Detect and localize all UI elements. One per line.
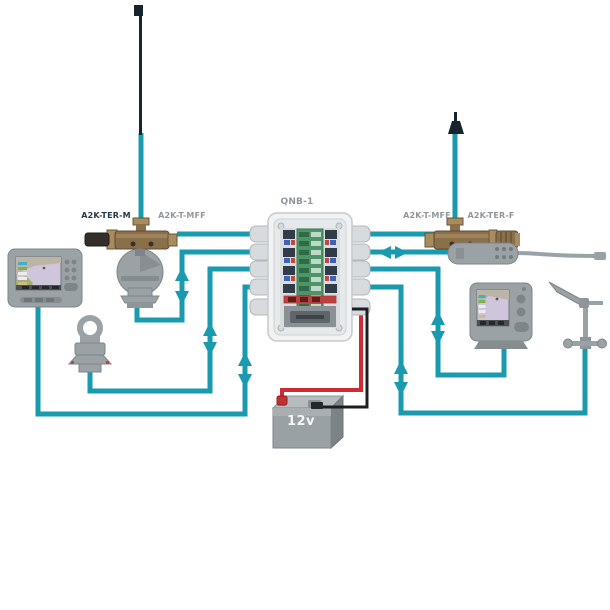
arrow-right-icon — [395, 246, 408, 259]
network-cables — [35, 133, 588, 417]
power-negative-wire — [320, 307, 369, 409]
battery-negative-clamp — [311, 402, 323, 409]
instrument-display-icon — [469, 282, 533, 349]
chartplotter-icon — [7, 248, 83, 308]
data-flow-arrows — [175, 246, 445, 396]
arrow-down-icon — [175, 291, 189, 305]
junction-box-icon — [249, 212, 371, 342]
junction-box-label: QNB-1 — [280, 197, 314, 207]
battery-voltage-label: 12v — [286, 414, 316, 429]
arrow-down-icon — [203, 342, 217, 356]
arrow-up-icon — [394, 360, 408, 374]
display-cable — [367, 266, 507, 378]
right-terminator-label: A2K-TER-F — [467, 211, 515, 220]
chartplotter-cable — [35, 284, 255, 417]
arrow-down-icon — [431, 331, 445, 345]
battery-icon — [271, 394, 345, 450]
battery-positive-cap — [276, 395, 288, 406]
transducer-icon — [67, 315, 113, 373]
handset-icon — [447, 242, 606, 265]
arrow-down-icon — [394, 382, 408, 396]
windvane-cable — [367, 284, 588, 416]
transducer-cable — [87, 266, 255, 394]
gps-antenna-icon — [448, 112, 464, 134]
wind-vane-icon — [548, 281, 607, 349]
arrow-up-icon — [431, 311, 445, 325]
arrow-up-icon — [175, 267, 189, 281]
whip-antenna-icon — [134, 5, 143, 135]
tee-connector-icon — [84, 217, 178, 250]
left-terminator-label: A2K-TER-M — [81, 211, 131, 220]
arrow-down-icon — [238, 374, 252, 388]
dome-sensor-icon — [116, 248, 164, 308]
right-tee-label: A2K-T-MFF — [403, 211, 451, 220]
left-tee-label: A2K-T-MFF — [158, 211, 206, 220]
dome-cable — [134, 249, 255, 323]
arrow-left-icon — [378, 246, 391, 259]
arrow-up-icon — [203, 322, 217, 336]
arrow-up-icon — [238, 352, 252, 366]
